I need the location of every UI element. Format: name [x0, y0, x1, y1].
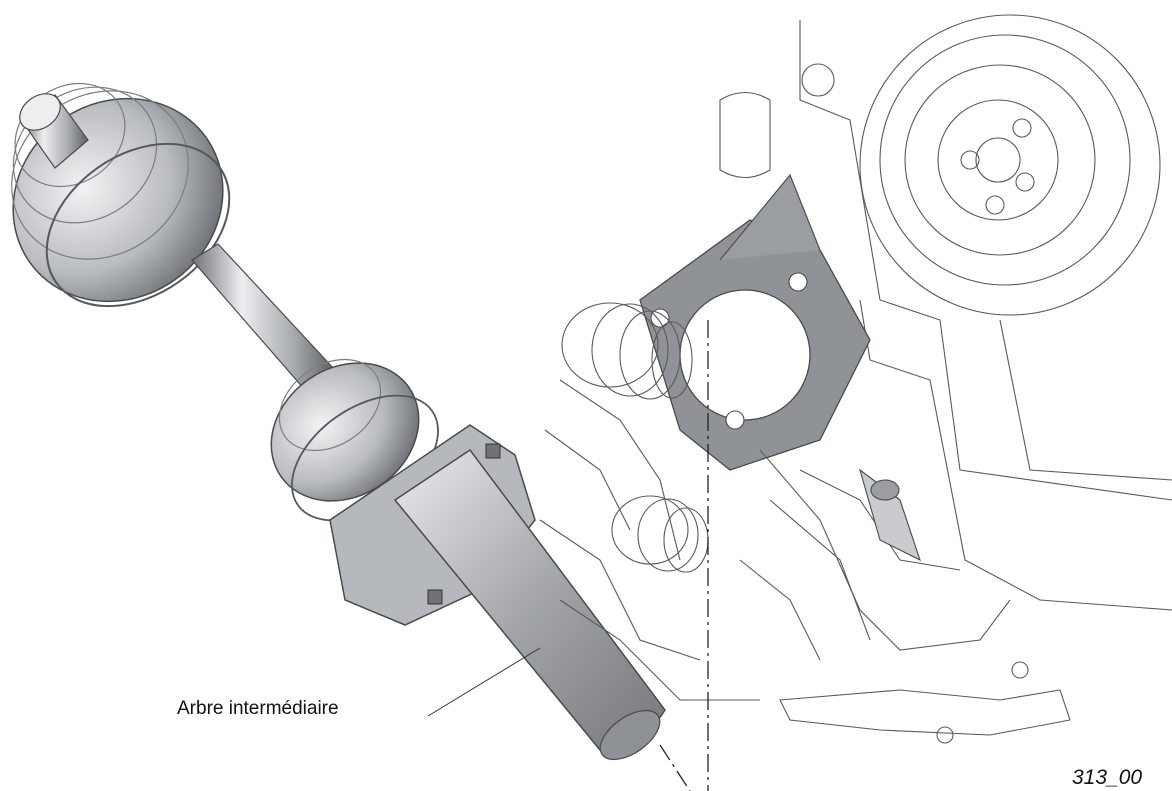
engine-pulley — [859, 14, 1161, 316]
gearbox-line-art — [539, 14, 1172, 744]
drive-shaft-illustration — [11, 82, 666, 761]
gearbox-output-shaft — [859, 468, 921, 562]
splined-stub — [19, 93, 89, 169]
ghost-cv-joint-upper — [561, 302, 693, 400]
plate-bore — [679, 289, 811, 421]
flange-bolt-lower — [427, 589, 443, 605]
alignment-axis — [659, 320, 709, 791]
flange-bolt-upper — [485, 443, 501, 459]
lower-mount-arm — [779, 689, 1071, 736]
ghost-cv-joint-lower — [611, 495, 709, 573]
small-cylinder — [719, 91, 771, 179]
callout-leader-line — [427, 647, 541, 717]
callout-label: Arbre intermédiaire — [177, 698, 339, 719]
figure-id: 313_00 — [1072, 766, 1143, 789]
